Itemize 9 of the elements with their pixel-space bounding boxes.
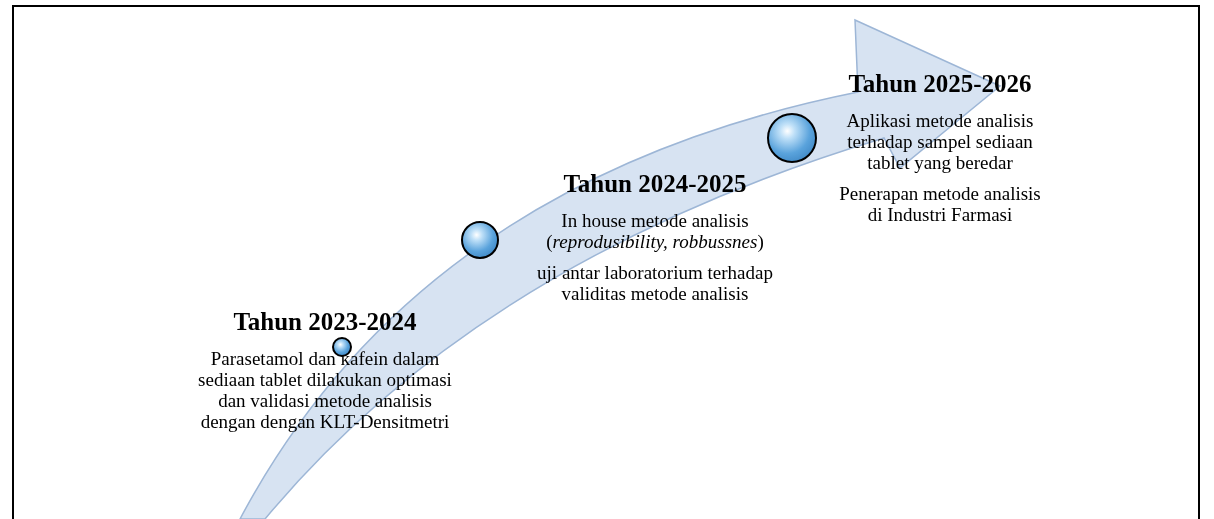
year-heading: Tahun 2025-2026 (848, 70, 1032, 98)
description-text: Penerapan metode analisis di Industri Farmasi (838, 183, 1042, 225)
description-text: Parasetamol dan kafein dalam sediaan tablet dilakukan optimasi dan validasi metode analisis dengan dengan KLT-Densitmetri (197, 348, 453, 432)
year-heading: Tahun 2024-2025 (563, 170, 747, 198)
bubble-marker (461, 221, 499, 259)
year-heading: Tahun 2023-2024 (233, 308, 417, 336)
description-text: In house metode analisis (reprodusibility, robbussnes) (545, 210, 765, 252)
description-text: Aplikasi metode analisis terhadap sampel sediaan tablet yang beredar (845, 110, 1035, 173)
description-text: uji antar laboratorium terhadap validitas metode analisis (536, 262, 774, 304)
